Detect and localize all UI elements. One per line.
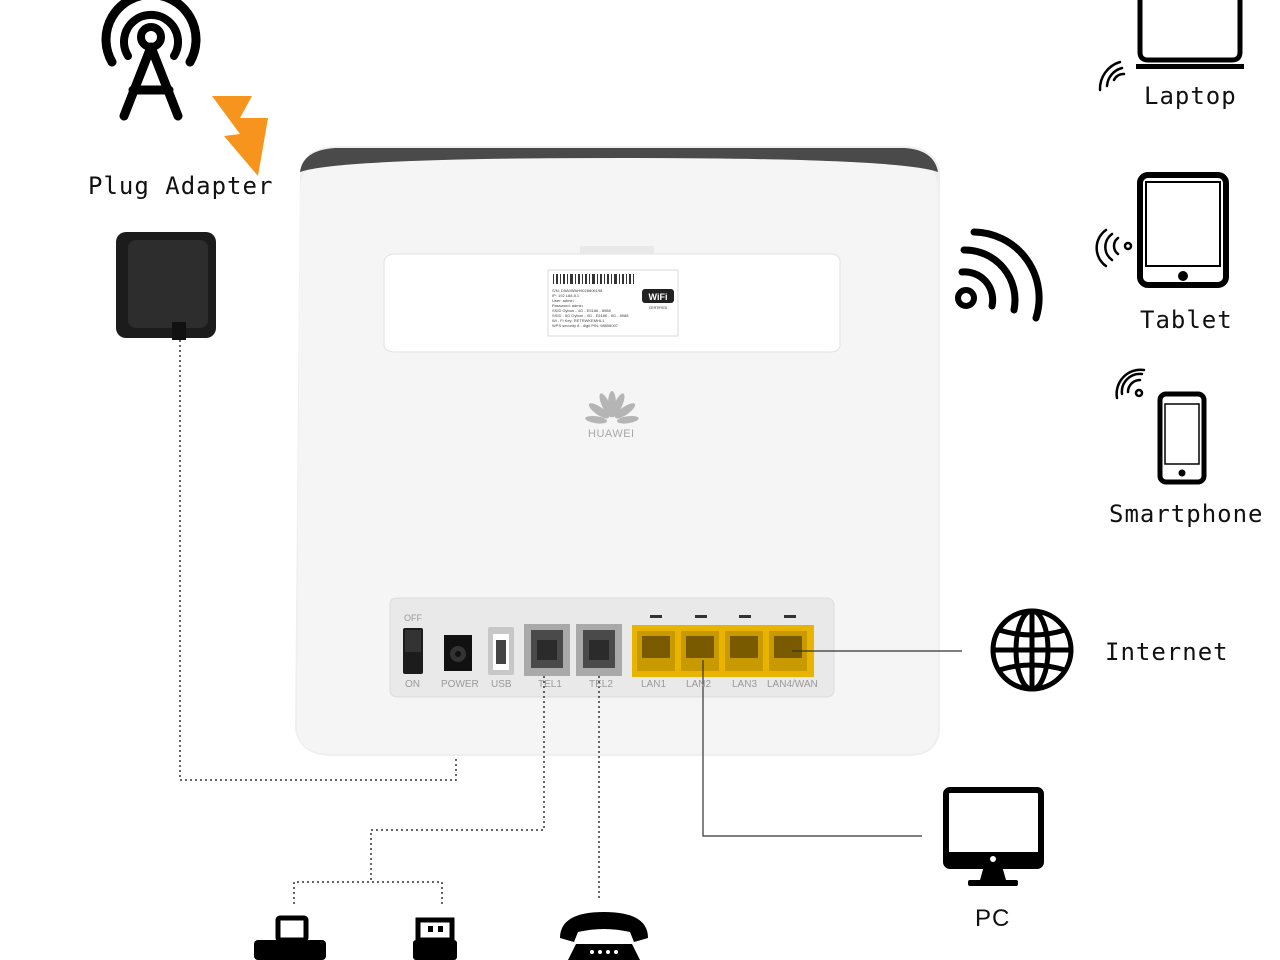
tel1-port[interactable] xyxy=(524,624,570,676)
sticker-line: WPS security 8 - digit PIN: 98806007 xyxy=(552,323,619,328)
router-brand: HUAWEI xyxy=(588,428,635,440)
pc-monitor-icon xyxy=(943,787,1044,886)
switch-on-label: ON xyxy=(405,679,420,690)
sticker-line: IP: 192.168.8.1 xyxy=(552,293,580,298)
internet-label: Internet xyxy=(1105,638,1229,666)
tel2-port[interactable] xyxy=(576,624,622,676)
usb-stick-icon xyxy=(413,917,457,960)
pc-cable xyxy=(702,660,922,837)
tablet-icon xyxy=(1137,172,1229,288)
sticker-line: SSID - 5G Gybun - 4G - E5186 - 5G - 8988 xyxy=(552,313,629,318)
port-label-lan3: LAN3 xyxy=(732,679,758,690)
sticker-line: SSID Gybun - 4G - E5186 - 8988 xyxy=(552,308,611,313)
port-label-lan2: LAN2 xyxy=(686,679,712,690)
switch-off-label: OFF xyxy=(404,613,422,623)
globe-icon xyxy=(990,608,1074,692)
lan3-port[interactable] xyxy=(730,636,758,658)
lan4-wan-port[interactable] xyxy=(774,636,802,658)
laptop-icon xyxy=(1136,0,1244,69)
router-sticker: S/N: D5A0WAH9028806198 IP: 192.168.8.1 U… xyxy=(552,288,642,328)
telephone-icon xyxy=(560,912,648,960)
smartphone-wireless-icon xyxy=(1115,368,1146,400)
sticker-line: User: admin xyxy=(552,298,574,303)
laptop-wireless-icon xyxy=(1098,60,1126,92)
port-label-tel2: TEL2 xyxy=(589,679,613,690)
tel1-branch xyxy=(293,881,443,904)
port-label-lan1: LAN1 xyxy=(641,679,667,690)
tel1-cable xyxy=(370,676,545,882)
barcode xyxy=(553,274,634,284)
lan1-port[interactable] xyxy=(642,636,670,658)
sticker-line: S/N: D5A0WAH9028806198 xyxy=(552,288,603,293)
port-label-usb: USB xyxy=(491,679,512,690)
port-label-tel1: TEL1 xyxy=(538,679,562,690)
port-label-lan4-wan: LAN4/WAN xyxy=(767,679,818,690)
fax-printer-icon xyxy=(254,915,326,960)
tablet-label: Tablet xyxy=(1140,306,1233,334)
antenna-tower-icon xyxy=(101,0,201,121)
sticker-line: Password: admin xyxy=(552,303,583,308)
laptop-label: Laptop xyxy=(1144,82,1237,110)
lan2-port[interactable] xyxy=(686,636,714,658)
huawei-logo-icon xyxy=(585,391,639,424)
plug-adapter-icon xyxy=(116,232,216,340)
wifi-signal-icon xyxy=(955,228,1043,322)
wifi-badge-sub: CERTIFIED xyxy=(649,306,668,310)
wifi-badge xyxy=(642,289,674,303)
smartphone-icon xyxy=(1157,391,1207,485)
sticker-line: Wi - Fi Key: RETRWKEMHL1 xyxy=(552,318,605,323)
smartphone-label: Smartphone xyxy=(1109,500,1264,528)
wifi-badge-text: WiFi xyxy=(649,292,668,302)
router: WiFi CERTIFIED xyxy=(295,146,940,756)
plug-adapter-label: Plug Adapter xyxy=(88,172,274,200)
lightning-bolt-icon xyxy=(212,96,268,176)
tablet-wireless-icon xyxy=(1095,228,1133,268)
pc-label: PC xyxy=(975,905,1011,932)
port-label-power: POWER xyxy=(441,679,479,690)
